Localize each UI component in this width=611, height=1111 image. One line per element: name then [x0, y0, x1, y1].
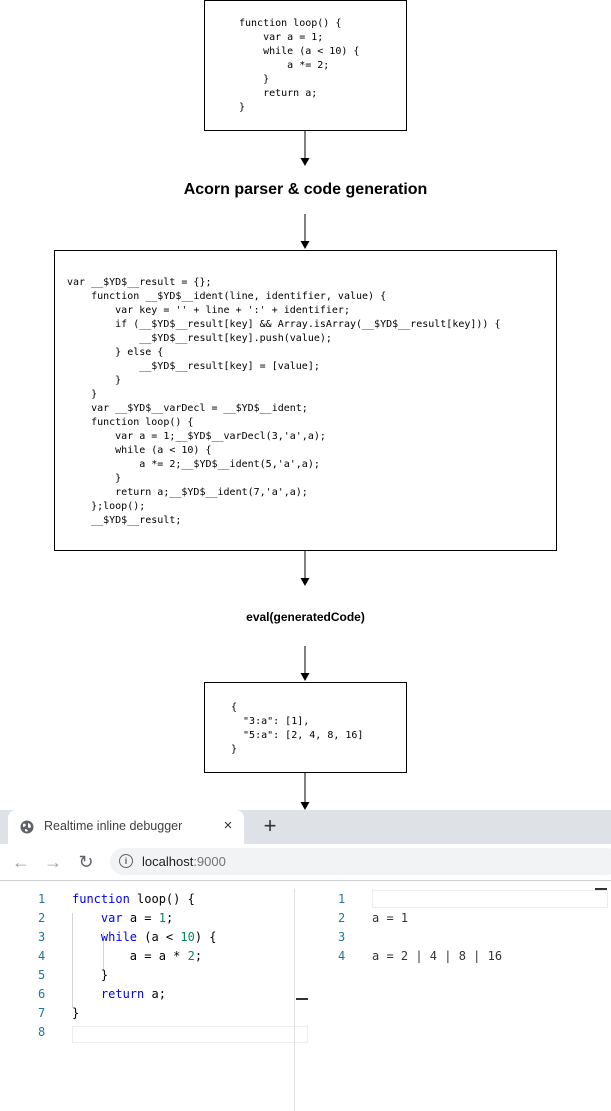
arrow-down-icon — [300, 214, 310, 249]
line-number: 4 — [38, 949, 46, 963]
indent-guide — [72, 913, 73, 1008]
browser-toolbar: ← → ↻ i localhost:9000 — [0, 844, 611, 881]
current-line-highlight — [72, 1026, 308, 1043]
indent-guide — [103, 932, 104, 970]
line-number: 8 — [38, 1025, 46, 1039]
source-code: function loop() { var a = 1; while (a < … — [239, 18, 360, 113]
line-number: 1 — [38, 892, 46, 906]
pane-splitter[interactable] — [294, 889, 295, 1111]
line-number: 4 — [338, 949, 346, 963]
output-line: a = 2 | 4 | 8 | 16 — [372, 949, 503, 963]
arrow-down-icon — [300, 646, 310, 681]
result-box: { "3:a": [1], "5:a": [2, 4, 8, 16] } — [204, 682, 407, 773]
arrow-down-icon — [300, 773, 310, 810]
tab-title: Realtime inline debugger — [44, 819, 183, 833]
code-line[interactable]: while (a < 10) { — [100, 930, 217, 944]
reload-button[interactable]: ↻ — [78, 852, 94, 872]
code-line[interactable]: function loop() { — [72, 892, 195, 906]
parser-stage-label: Acorn parser & code generation — [183, 181, 428, 198]
arrow-down-icon — [300, 551, 310, 586]
line-number: 2 — [38, 911, 46, 925]
code-line[interactable]: a = a * 2; — [72, 949, 203, 963]
line-number: 5 — [38, 968, 46, 982]
generated-code: var __$YD$__result = {}; function __$YD$… — [67, 277, 501, 526]
scroll-marker — [595, 888, 607, 890]
generated-code-box: var __$YD$__result = {}; function __$YD$… — [54, 250, 557, 551]
line-number: 6 — [38, 987, 46, 1001]
line-number: 7 — [38, 1006, 46, 1020]
arrow-down-icon — [300, 131, 310, 166]
line-number: 3 — [38, 930, 46, 944]
url-port: :9000 — [193, 854, 226, 869]
forward-button[interactable]: → — [44, 852, 62, 872]
code-line[interactable]: } — [72, 1006, 80, 1020]
output-line: a = 1 — [372, 911, 409, 925]
url-text: localhost:9000 — [142, 854, 226, 869]
line-number: 2 — [338, 911, 346, 925]
address-bar[interactable]: i localhost:9000 — [110, 848, 611, 875]
close-icon[interactable]: × — [223, 817, 233, 834]
source-code-box: function loop() { var a = 1; while (a < … — [204, 0, 407, 131]
code-line[interactable]: return a; — [100, 987, 166, 1001]
info-icon[interactable]: i — [119, 854, 133, 868]
code-line[interactable]: } — [72, 968, 109, 982]
back-button[interactable]: ← — [12, 852, 30, 872]
url-host: localhost — [142, 854, 194, 869]
eval-stage-label: eval(generatedCode) — [246, 610, 365, 624]
result-output: { "3:a": [1], "5:a": [2, 4, 8, 16] } — [231, 702, 364, 755]
code-line[interactable]: var a = 1; — [100, 911, 174, 925]
browser-tab-bar: Realtime inline debugger × + — [0, 810, 611, 844]
globe-icon — [20, 820, 34, 834]
editor-area — [0, 881, 611, 1111]
line-number: 3 — [338, 930, 346, 944]
new-tab-button[interactable]: + — [263, 813, 277, 838]
browser-tab[interactable]: Realtime inline debugger × — [8, 810, 244, 844]
scroll-marker — [296, 998, 308, 1000]
current-line-highlight — [372, 890, 608, 908]
line-number: 1 — [338, 892, 346, 906]
